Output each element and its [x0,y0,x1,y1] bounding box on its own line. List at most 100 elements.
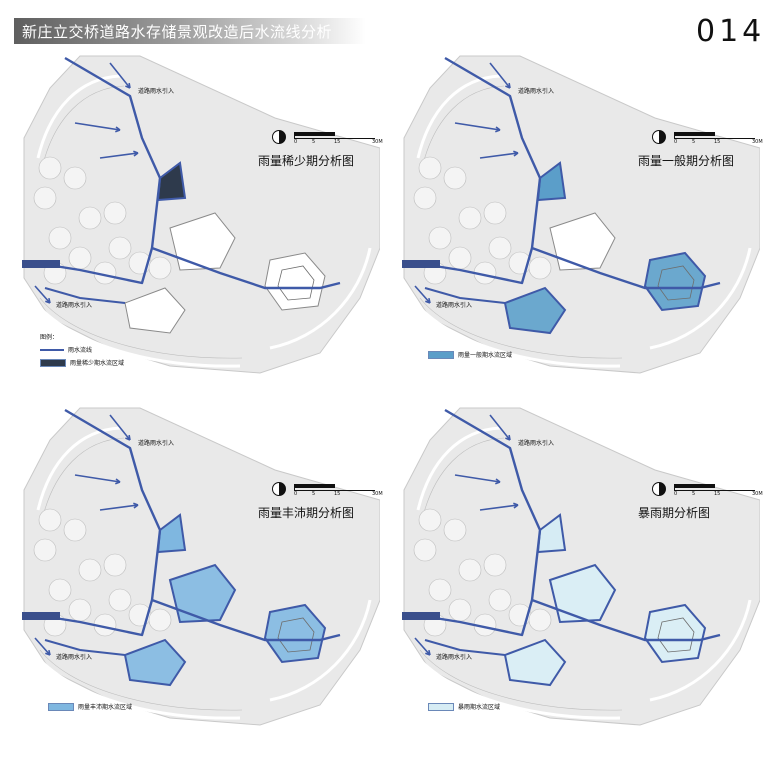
callout-road-inflow: 道路雨水引入 [518,88,555,95]
legend-area-label: 雨量稀少期水流区域 [70,360,125,367]
tree [108,236,132,260]
scale-ticks [674,132,755,139]
legend-area-swatch [428,350,454,359]
tree [413,186,437,210]
site-plan [22,55,380,374]
basin-center-water-area [168,563,237,624]
terrace-lines [657,617,695,653]
tree [458,558,482,582]
callout-road-inflow: 道路雨水引入 [56,654,93,661]
tree [428,578,452,602]
walkway [30,74,372,368]
rainwater-flow-line [424,287,506,304]
tree [33,186,57,210]
basin-left-outline [124,287,186,334]
inflow-arrow [479,152,519,159]
legend-area-swatch [428,702,454,711]
contour-line [39,85,243,359]
inflow-arrow [109,62,131,89]
tree [443,518,467,542]
page-title: 新庄立交桥道路水存储景观改造后水流线分析 [22,23,333,41]
tree [528,608,552,632]
tree [68,246,92,270]
tree [33,538,57,562]
callout-road-inflow: 道路雨水引入 [138,440,175,447]
arrow-head [425,649,431,656]
north-compass [272,482,286,496]
tree [428,226,452,250]
tree [483,553,507,577]
tree [448,246,472,270]
road-edge [22,612,60,620]
basin-right-water-area [263,603,327,664]
scale-label: 30M [752,491,763,497]
scale-label: 0 [674,139,678,145]
scale-label: 5 [692,139,696,145]
legend: 雨量丰沛期水流区域 [48,698,132,711]
scale-label: 0 [674,491,678,497]
north-compass [652,130,666,144]
walkway [30,426,372,720]
contour-line [419,437,623,711]
tree [448,598,472,622]
rainwater-flow-line [409,408,542,637]
tree [418,508,442,532]
inflow-arrow [99,504,139,511]
tree [38,156,62,180]
scale-label: 30M [372,139,383,145]
rainwater-flow-line [29,56,162,285]
inflow-arrow [34,285,51,304]
arrow-head [45,297,51,304]
tree [148,608,172,632]
inflow-arrow [99,152,139,159]
tree [78,206,102,230]
legend-flow-swatch [40,348,64,351]
tree [108,588,132,612]
tree [103,553,127,577]
arrow-head [115,478,121,485]
callout-road-inflow: 道路雨水引入 [436,302,473,309]
tree [413,538,437,562]
walkway [410,74,752,368]
arrow-head [513,150,519,157]
inflow-arrow [34,637,51,656]
panel-title: 雨量丰沛期分析图 [258,506,355,520]
arrow-head [505,82,511,89]
inflow-arrow [74,122,121,131]
scale-ticks [294,484,375,491]
arrow-head [115,126,121,133]
scale-label: 15 [714,491,721,497]
arrow-head [133,502,139,509]
arrow-head [495,478,501,485]
inflow-arrow [489,414,511,441]
terrace-lines [277,617,315,653]
basin-center-water-area [548,563,617,624]
tree [63,166,87,190]
road-edge [402,260,440,268]
tree [443,166,467,190]
rainwater-flow-line [424,639,506,656]
tree [528,256,552,280]
arrow-head [495,126,501,133]
callout-road-inflow: 道路雨水引入 [138,88,175,95]
tree [68,598,92,622]
arrow-head [45,649,51,656]
basin-center-outline [169,212,236,271]
arrow-head [125,434,131,441]
arrow-head [505,434,511,441]
basin-right-water-area [643,603,707,664]
callout-road-inflow: 道路雨水引入 [436,654,473,661]
callout-road-inflow: 道路雨水引入 [518,440,555,447]
page-number: 014 [696,14,766,49]
scale-ticks [674,484,755,491]
arrow-head [425,297,431,304]
tree [63,518,87,542]
scale-label: 5 [312,491,316,497]
scale-label: 5 [312,139,316,145]
